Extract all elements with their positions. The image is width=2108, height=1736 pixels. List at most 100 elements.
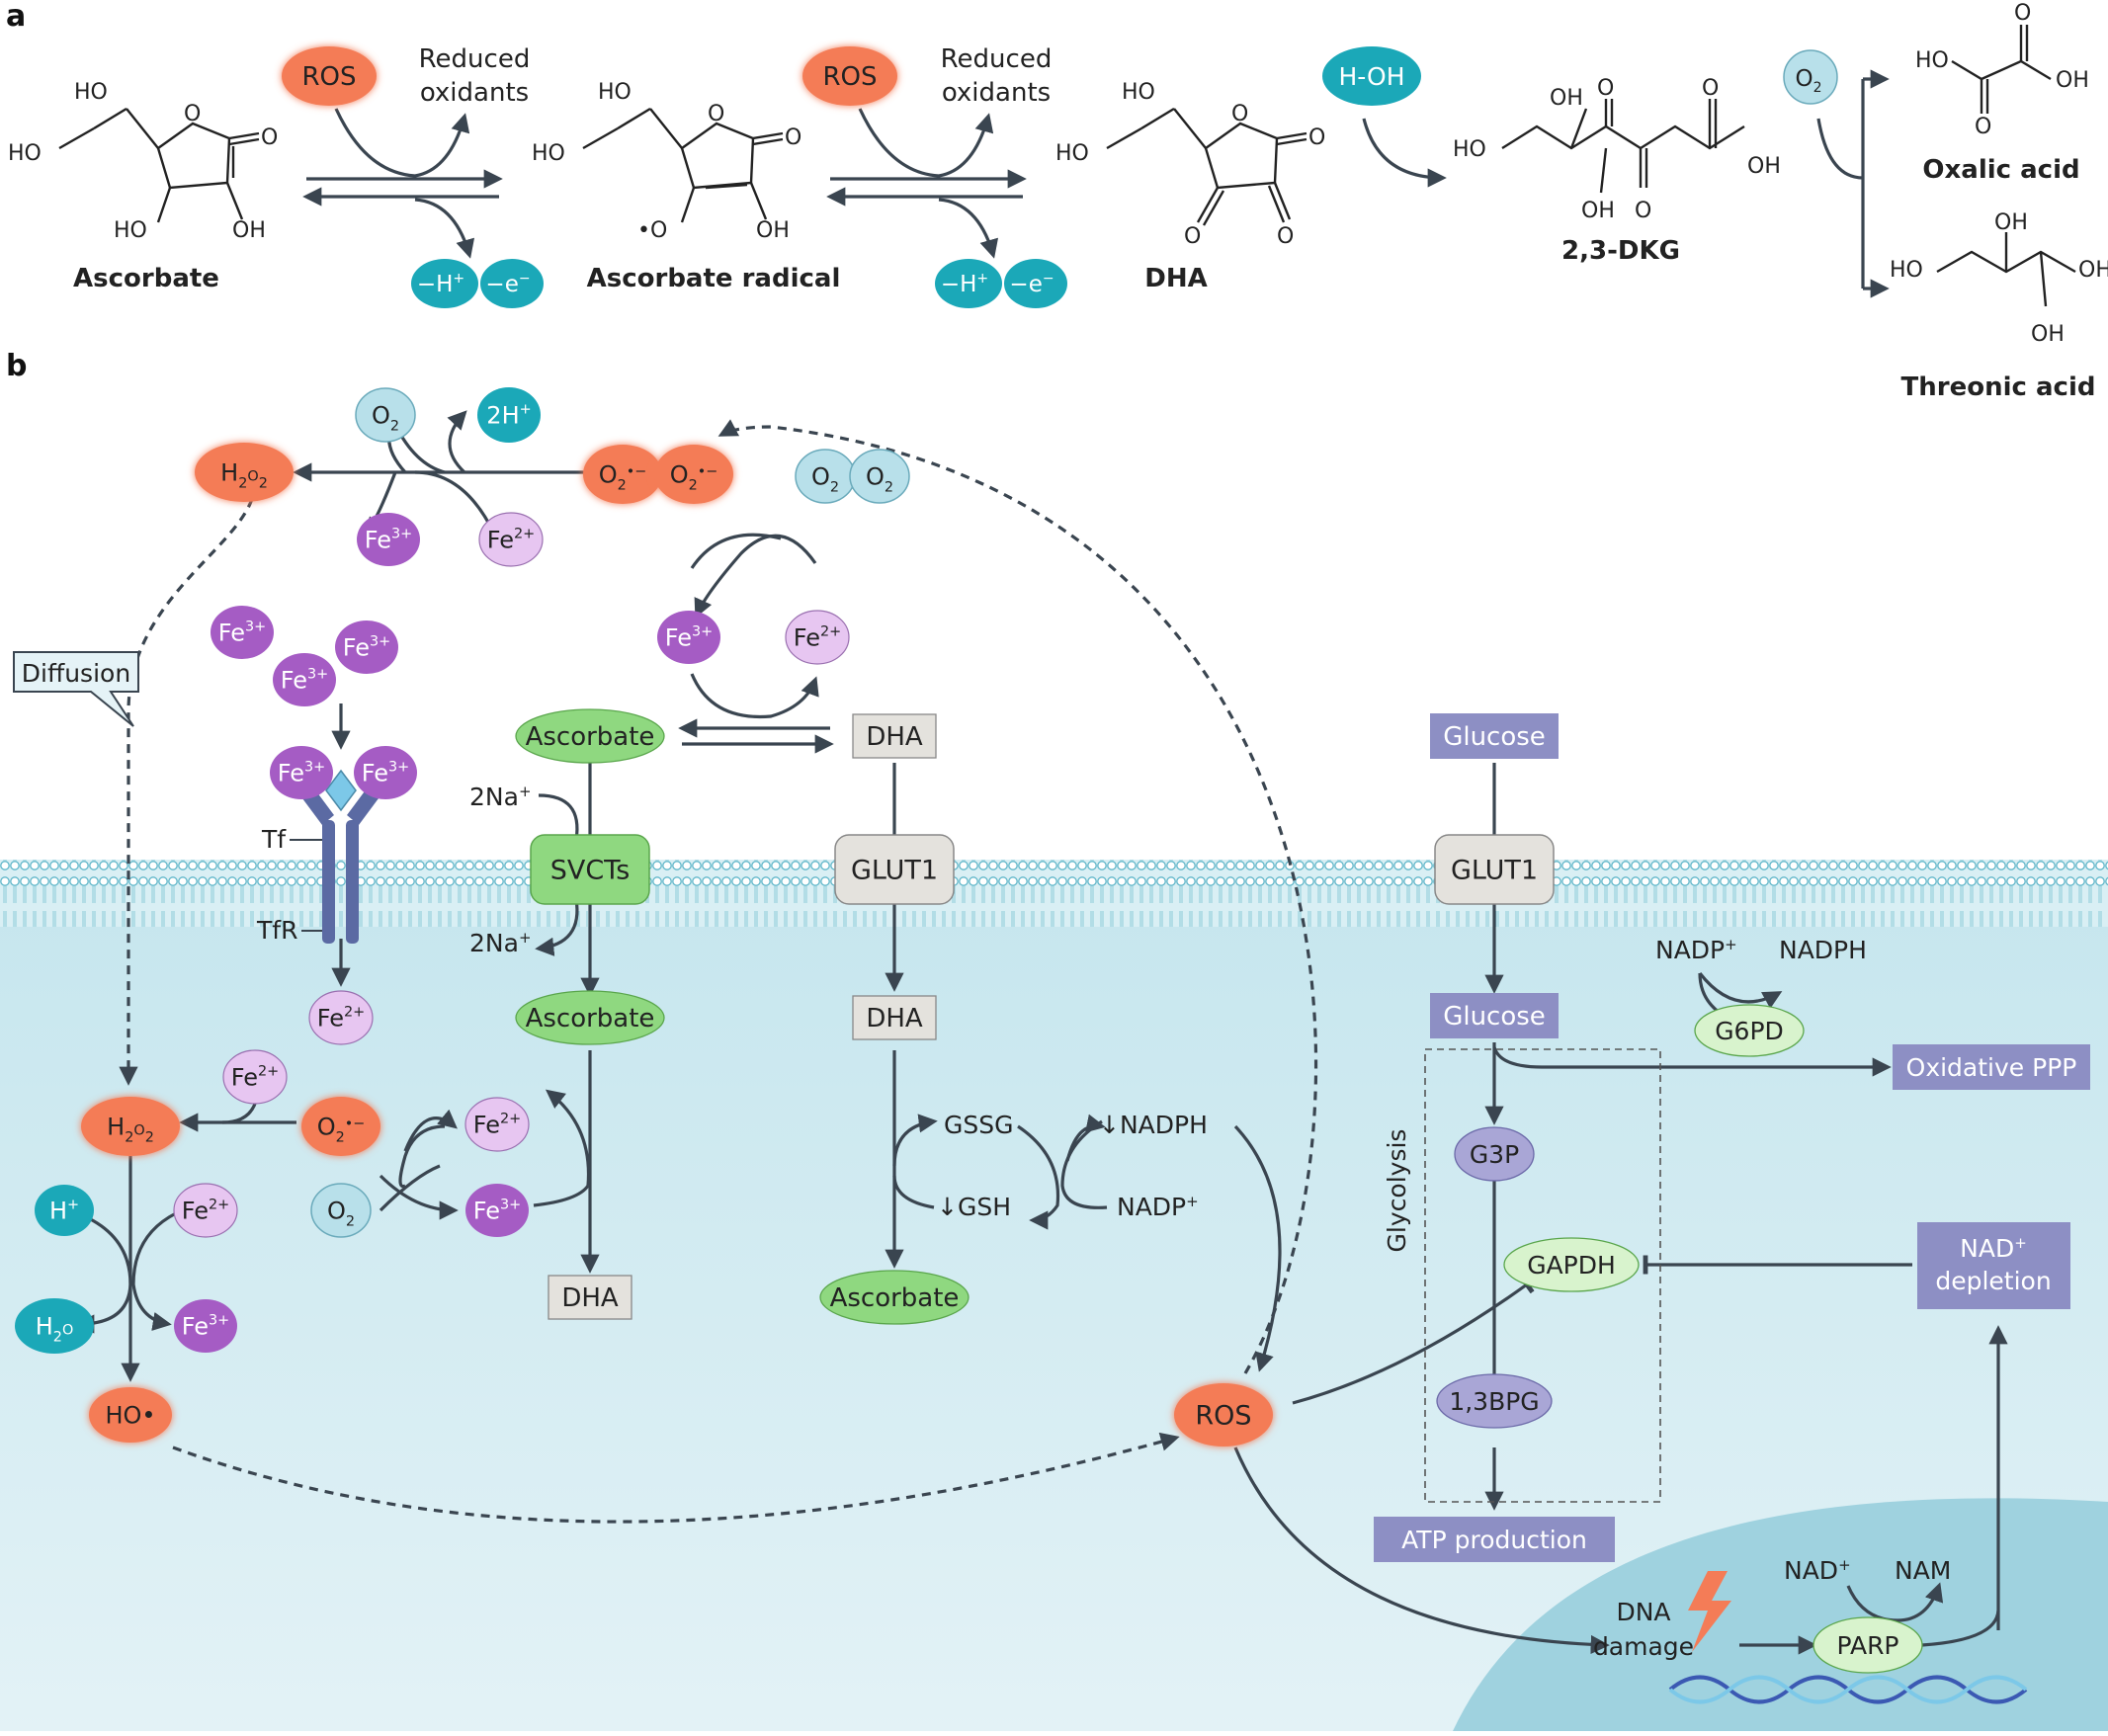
nadp-label: NADP+	[1655, 936, 1737, 964]
dha-box: DHA	[548, 1275, 632, 1320]
superoxide-node: O2•−	[583, 445, 662, 504]
ros-node-shape	[1174, 1383, 1273, 1447]
atom-oh: OH	[2056, 68, 2089, 93]
fe2-node-label: Fe2+	[317, 1004, 365, 1032]
fe2-node: Fe2+	[308, 990, 374, 1045]
fe3-node: Fe3+	[211, 606, 274, 659]
atom-oh: OH	[2078, 258, 2108, 283]
nucleus	[1453, 1498, 2108, 1731]
h2o-node-label: H2O	[36, 1312, 74, 1345]
bpg-node: 1,3BPG	[1436, 1373, 1553, 1429]
fe2-node-shape	[464, 1097, 530, 1152]
o2-label: O2	[1795, 66, 1821, 96]
atom-oh: OH	[2031, 322, 2065, 347]
panel-b-text-labels: Tf TfR 2Na+ 2Na+ GSSG ↓GSH ↓NADPH NADP+ …	[256, 783, 1951, 1661]
o2-node: O2	[795, 449, 856, 504]
dna-damage-label-2: damage	[1593, 1632, 1694, 1661]
glut1-transporter-shape	[834, 834, 955, 905]
glycolysis-label: Glycolysis	[1383, 1129, 1411, 1253]
glut1-transporter-label: GLUT1	[851, 855, 938, 885]
h2o2-node: H2O2	[81, 1097, 180, 1156]
gapdh-node-shape	[1503, 1237, 1640, 1292]
nadph-label: NADPH	[1779, 936, 1867, 964]
tf-label: Tf	[261, 825, 287, 854]
ascorbate-node-label: Ascorbate	[526, 722, 655, 752]
fe3-node-shape	[174, 1299, 237, 1353]
tfr-chain	[322, 820, 335, 944]
fe3-node-shape	[354, 746, 417, 799]
o2-node-label: O2	[372, 401, 399, 434]
minus-e-node	[1004, 259, 1067, 308]
label-ascorbate: Ascorbate	[73, 264, 219, 293]
fe3-node-label: Fe3+	[281, 666, 328, 694]
ascorbate-node: Ascorbate	[819, 1270, 970, 1325]
o2-node: O2	[310, 1183, 372, 1238]
fe3-node-label: Fe3+	[365, 526, 412, 553]
gapdh-node: GAPDH	[1503, 1237, 1640, 1292]
glucose-box-shape	[1430, 993, 1559, 1038]
atom-ho: HO	[1453, 137, 1486, 162]
nad-depletion-label-2: depletion	[1935, 1267, 2051, 1295]
panel-b-label: b	[6, 349, 27, 383]
dha-box-label: DHA	[866, 1004, 923, 1033]
dha-box-shape	[548, 1275, 632, 1320]
g6pd-node-label: G6PD	[1715, 1017, 1784, 1045]
fe3-node: Fe3+	[657, 611, 720, 664]
water-label: H-OH	[1339, 62, 1405, 91]
fe2-node-label: Fe2+	[794, 623, 841, 651]
dha-ring	[1204, 122, 1279, 190]
ros-node: ROS	[1174, 1383, 1273, 1447]
fe3-node: Fe3+	[174, 1299, 237, 1353]
fe3-node-shape	[335, 620, 398, 674]
h2o-node: H2O	[15, 1298, 94, 1354]
ascorbate-node: Ascorbate	[515, 708, 665, 764]
two-na-label: 2Na+	[469, 783, 532, 811]
fe2-node: Fe2+	[222, 1049, 288, 1105]
fe3-node-shape	[273, 653, 336, 706]
atom-o: O	[1277, 224, 1294, 249]
atom-o: O	[1597, 76, 1614, 101]
glucose-box: Glucose	[1430, 713, 1559, 759]
panel-a-atoms: HO HO O O HO OH HO HO O O •O OH HO HO O …	[8, 1, 2108, 347]
fe3-node: Fe3+	[335, 620, 398, 674]
glut1-transporter-shape	[1434, 834, 1555, 905]
fe3-node: Fe3+	[465, 1184, 529, 1237]
panel-a-arrows	[302, 69, 1890, 298]
transferrin-receptor	[296, 769, 384, 944]
superoxide-node-shape	[301, 1097, 380, 1156]
ascorbate-ring	[156, 122, 231, 190]
reduced-oxidants-1: Reduced	[941, 44, 1053, 74]
h2o2-node-shape	[81, 1097, 180, 1156]
svcts-transporter-shape	[530, 834, 650, 905]
panel-a-nodes: ROS ROS Reduced oxidants Reduced oxidant…	[282, 44, 1838, 308]
nad-depletion-label-1: NAD+	[1960, 1234, 2027, 1263]
glut1-transporter: GLUT1	[834, 834, 955, 905]
gssg-label: GSSG	[944, 1111, 1013, 1139]
superoxide-node-shape	[654, 445, 733, 504]
nam-label: NAM	[1895, 1556, 1951, 1585]
water-node	[1322, 46, 1421, 106]
o2-node-shape	[849, 449, 910, 504]
atom-oh: OH	[1581, 199, 1615, 223]
superoxide-node: O2•−	[654, 445, 733, 504]
nad-depletion-shape	[1917, 1222, 2070, 1309]
label-dha: DHA	[1144, 264, 1207, 293]
fe3-node: Fe3+	[354, 746, 417, 799]
atom-ho: HO	[532, 141, 565, 166]
atom-oh: OH	[232, 218, 266, 243]
minus-h-label: −H+	[941, 271, 988, 297]
h2o2-node: H2O2	[195, 443, 294, 502]
dha-box-label: DHA	[866, 722, 923, 752]
atom-o: O	[1308, 125, 1325, 150]
reduced-oxidants-2: oxidants	[942, 78, 1051, 108]
dha-box-shape	[852, 713, 937, 759]
fe2-node-label: Fe2+	[182, 1197, 229, 1224]
h2o2-node-shape	[195, 443, 294, 502]
dna-helix	[1668, 1675, 2028, 1704]
atom-oh: OH	[756, 218, 790, 243]
atom-ho: HO	[1890, 258, 1923, 283]
h-plus-node: H+	[35, 1185, 94, 1236]
fe3-node-label: Fe3+	[665, 623, 713, 651]
atom-o: O	[785, 125, 801, 150]
